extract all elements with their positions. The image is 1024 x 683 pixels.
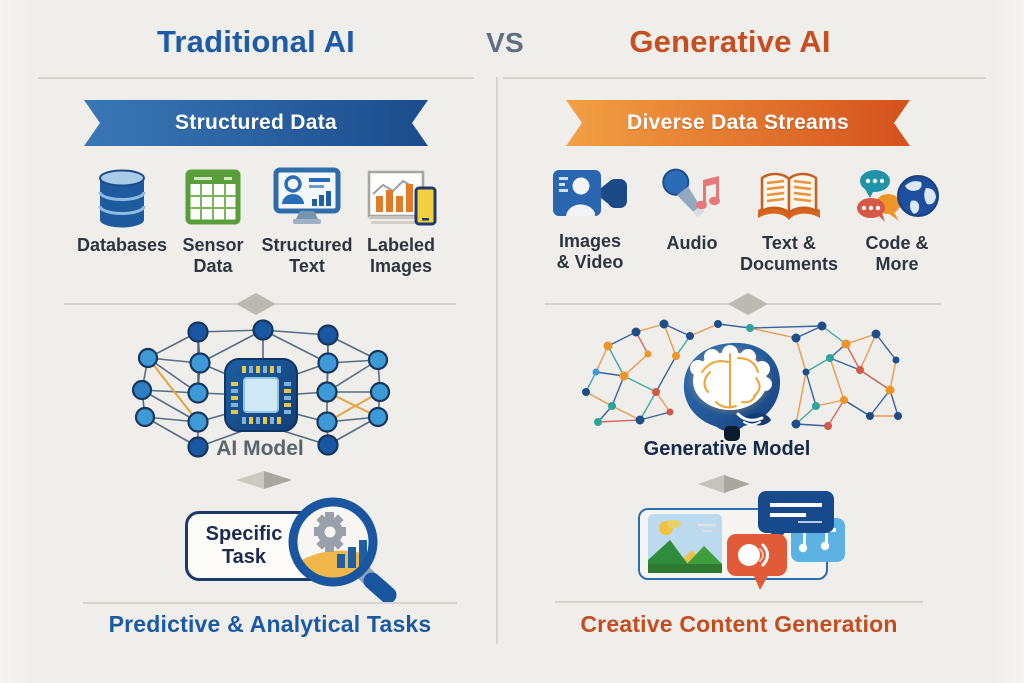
down-arrow-icon: [698, 475, 750, 493]
generated-audio-icon: [727, 534, 787, 590]
down-arrow-icon: [236, 293, 276, 315]
monitor-report-icon: [273, 167, 341, 224]
photo-video-icon: [553, 170, 627, 216]
input-text-documents: Text & Documents: [734, 166, 844, 275]
ribbon-shape-blue: [84, 100, 428, 146]
center-divider: [496, 77, 498, 644]
input-structured-text: Structured Text: [252, 166, 362, 277]
input-label: Labeled Images: [366, 235, 436, 277]
input-databases: Databases: [74, 166, 170, 256]
input-label: Images & Video: [556, 231, 624, 273]
input-label: Databases: [76, 235, 168, 255]
caption-line-left: [83, 602, 457, 604]
input-sensor-data: Sensor Data: [168, 166, 258, 277]
diverse-data-banner: Diverse Data Streams: [566, 100, 910, 146]
input-label: Sensor Data: [182, 235, 244, 277]
brain-network-icon: [582, 319, 902, 441]
generative-model-label: Generative Model: [643, 438, 811, 460]
chart-phone-icon: [367, 170, 437, 226]
down-arrow-icon: [236, 471, 292, 489]
magnifier-task-icon: [288, 497, 397, 604]
traditional-ai-title: Traditional AI: [156, 24, 355, 59]
diverse-data-banner-label: Diverse Data Streams: [627, 111, 849, 134]
generated-image-icon: [648, 514, 722, 573]
specific-task-label: Specific Task: [205, 523, 283, 568]
input-code-more: Code & More: [850, 166, 944, 275]
structured-data-banner-label: Structured Data: [174, 111, 338, 134]
input-label: Code & More: [865, 233, 929, 275]
caption-line-right: [555, 601, 923, 603]
input-images-video: Images & Video: [546, 166, 634, 273]
ribbon-shape-orange: [566, 100, 910, 146]
neural-network-chip-icon: [131, 319, 391, 458]
input-label: Text & Documents: [739, 233, 838, 275]
input-label: Structured Text: [261, 235, 353, 277]
database-icon: [98, 169, 146, 228]
open-book-icon: [758, 172, 820, 220]
input-labeled-images: Labeled Images: [351, 166, 451, 277]
microphone-note-icon: [662, 168, 720, 217]
gear-icon: [314, 512, 346, 552]
vs-label: VS: [486, 27, 524, 58]
header-underline-left: [38, 77, 474, 79]
chat-globe-icon: [857, 170, 939, 222]
predictive-caption: Predictive & Analytical Tasks: [108, 611, 432, 637]
creative-caption: Creative Content Generation: [580, 611, 898, 637]
input-label: Audio: [666, 233, 718, 253]
table-grid-icon: [185, 169, 241, 225]
generative-ai-title: Generative AI: [629, 24, 831, 59]
ai-model-label: AI Model: [216, 437, 304, 460]
structured-data-banner: Structured Data: [84, 100, 428, 146]
input-audio: Audio: [646, 166, 738, 254]
down-arrow-icon: [728, 293, 768, 315]
header-underline-right: [503, 77, 986, 79]
